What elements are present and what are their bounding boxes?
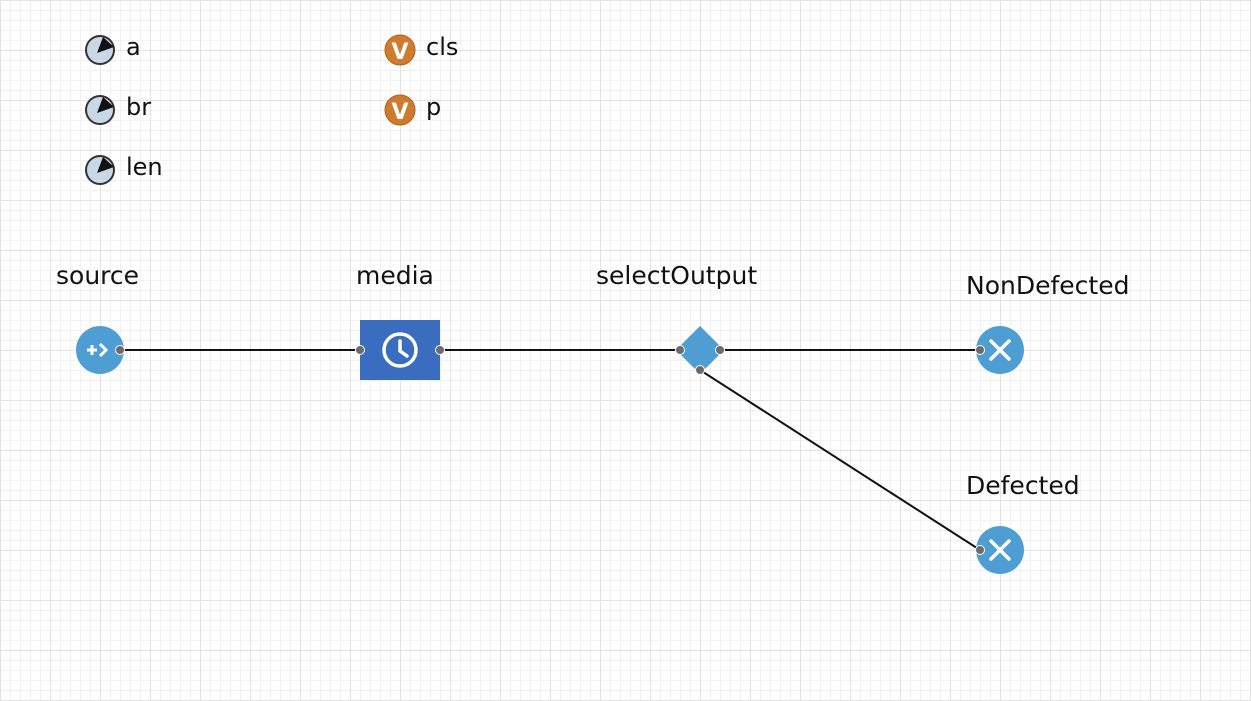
variable-label-cls: cls — [426, 33, 459, 61]
connectors — [120, 349, 981, 551]
block-nondefected[interactable] — [975, 326, 1025, 374]
parameter-len[interactable] — [85, 155, 115, 185]
block-label-media: media — [356, 261, 434, 290]
in-port[interactable] — [975, 545, 985, 555]
parameter-label-len: len — [126, 153, 163, 181]
out-port[interactable] — [435, 345, 445, 355]
in-port[interactable] — [355, 345, 365, 355]
variable-p[interactable]: V — [384, 94, 416, 126]
variable-glyph: V — [391, 100, 408, 125]
block-label-source: source — [56, 261, 140, 290]
variable-v-icon: V — [384, 94, 416, 126]
block-selectoutput[interactable] — [675, 325, 725, 375]
block-defected[interactable] — [975, 526, 1025, 574]
parameter-gauge-icon — [85, 155, 115, 185]
out-false-port[interactable] — [695, 365, 705, 375]
connector-selectoutput-defected[interactable] — [699, 369, 981, 551]
variable-label-p: p — [426, 93, 442, 121]
variable-v-icon: V — [384, 34, 416, 66]
parameter-br[interactable] — [85, 95, 115, 125]
sink-x-icon — [989, 339, 1011, 361]
diamond-icon — [675, 325, 725, 375]
source-arrow-icon — [87, 342, 109, 358]
block-label-nondefected: NonDefected — [966, 271, 1130, 300]
sink-x-icon — [989, 539, 1011, 561]
parameter-gauge-icon — [85, 95, 115, 125]
parameter-a[interactable] — [85, 35, 115, 65]
variable-glyph: V — [391, 40, 408, 65]
parameter-label-br: br — [126, 93, 152, 121]
out-true-port[interactable] — [715, 345, 725, 355]
parameter-gauge-icon — [85, 35, 115, 65]
block-source[interactable] — [76, 326, 125, 374]
variable-cls[interactable]: V — [384, 34, 416, 66]
in-port[interactable] — [675, 345, 685, 355]
out-port[interactable] — [115, 345, 125, 355]
block-label-defected: Defected — [966, 471, 1080, 500]
clock-icon — [382, 332, 418, 368]
in-port[interactable] — [975, 345, 985, 355]
block-media[interactable] — [355, 320, 445, 380]
block-label-selectoutput: selectOutput — [596, 261, 758, 290]
parameter-label-a: a — [126, 33, 141, 61]
